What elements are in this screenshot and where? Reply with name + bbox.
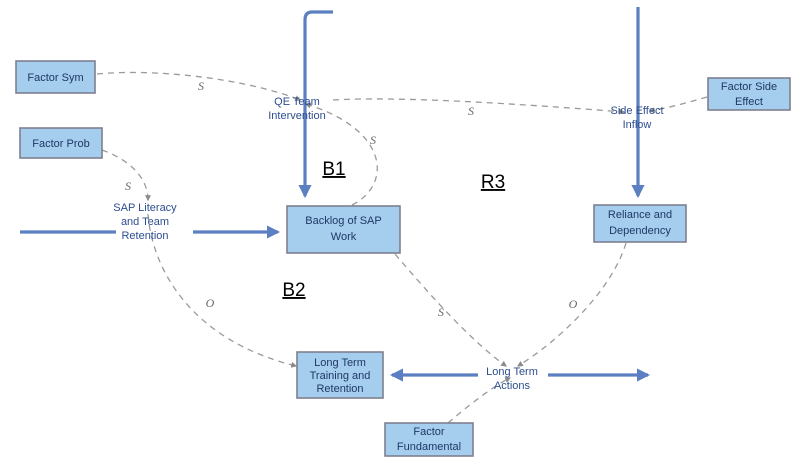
loop-identifiers-group: B1 B2 R3: [282, 159, 505, 301]
backlog-sap-work-label-line2: Work: [331, 231, 357, 243]
link-factorsideeffect-to-inflow: [648, 96, 708, 114]
sap-literacy-line3: Retention: [121, 230, 168, 242]
factor-side-effect-label-line1: Factor Side: [721, 81, 777, 93]
box-factor-sym[interactable]: Factor Sym: [15, 60, 96, 94]
variable-labels-group: QE Team Intervention SAP Literacy and Te…: [113, 96, 663, 392]
long-term-training-label-line1: Long Term: [314, 357, 366, 369]
long-term-training-rect[interactable]: [296, 351, 384, 399]
flow-arrows-group: [20, 7, 651, 382]
polarity-prob-sapliteracy: S: [125, 179, 131, 193]
box-factor-side-effect[interactable]: Factor Side Effect: [707, 77, 791, 111]
link-sapliteracy-to-training: [147, 213, 298, 368]
polarity-marks-group: S S S S O S O: [125, 79, 578, 319]
factor-fundamental-rect[interactable]: [384, 422, 474, 457]
factor-prob-rect[interactable]: [19, 127, 103, 159]
polarity-reliance-ltactions: O: [569, 297, 578, 311]
reliance-dependency-label-line1: Reliance and: [608, 209, 672, 221]
polarity-sapliteracy-lt: O: [206, 296, 215, 310]
factor-side-effect-rect[interactable]: [707, 77, 791, 111]
long-term-actions-line1: Long Term: [486, 366, 538, 378]
box-backlog-of-sap-work[interactable]: Backlog of SAP Work: [286, 205, 401, 254]
qe-team-intervention-line2: Intervention: [268, 110, 325, 122]
boxes-group: Factor Sym Factor Prob Backlog of SAP Wo…: [15, 60, 791, 457]
qe-team-intervention-line1: QE Team: [274, 96, 320, 108]
polarity-qe-sideeffect: S: [468, 104, 474, 118]
loop-label-b2: B2: [282, 280, 305, 301]
causal-links-group: [96, 71, 708, 424]
variable-side-effect-inflow[interactable]: Side Effect Inflow: [611, 105, 664, 131]
side-effect-inflow-line2: Inflow: [623, 119, 652, 131]
box-reliance-and-dependency[interactable]: Reliance and Dependency: [593, 204, 687, 243]
link-factorprob-to-sapliteracy: [101, 149, 151, 202]
box-long-term-training-and-retention[interactable]: Long Term Training and Retention: [296, 351, 384, 399]
link-backlog-to-ltactions: [394, 253, 507, 367]
sap-literacy-line1: SAP Literacy: [113, 202, 177, 214]
backlog-sap-work-label-line1: Backlog of SAP: [305, 215, 381, 227]
flow-qe-to-backlog: [298, 10, 333, 199]
factor-prob-label: Factor Prob: [32, 138, 89, 150]
reliance-dependency-label-line2: Dependency: [609, 225, 671, 237]
long-term-training-label-line3: Retention: [316, 383, 363, 395]
factor-side-effect-label-line2: Effect: [735, 96, 763, 108]
box-factor-prob[interactable]: Factor Prob: [19, 127, 103, 159]
polarity-backlog-ltactions: S: [438, 305, 444, 319]
polarity-sym-qe: S: [198, 79, 204, 93]
long-term-training-label-line2: Training and: [310, 370, 371, 382]
long-term-actions-line2: Actions: [494, 380, 531, 392]
variable-long-term-actions[interactable]: Long Term Actions: [486, 366, 538, 392]
backlog-sap-work-rect[interactable]: [286, 205, 401, 254]
loop-label-r3: R3: [481, 172, 505, 193]
link-factorsym-to-qe: [96, 71, 302, 102]
loop-label-b1: B1: [322, 159, 345, 180]
link-fundamental-to-ltactions: [447, 377, 512, 424]
variable-qe-team-intervention[interactable]: QE Team Intervention: [268, 96, 325, 122]
box-factor-fundamental[interactable]: Factor Fundamental: [384, 422, 474, 457]
link-backlog-to-qe: [304, 102, 378, 206]
variable-sap-literacy-and-team-retention[interactable]: SAP Literacy and Team Retention: [113, 202, 177, 242]
side-effect-inflow-line1: Side Effect: [611, 105, 664, 117]
factor-fundamental-label-line1: Factor: [413, 426, 445, 438]
factor-fundamental-label-line2: Fundamental: [397, 441, 461, 453]
factor-sym-rect[interactable]: [15, 60, 96, 94]
sap-literacy-line2: and Team: [121, 216, 169, 228]
link-qe-to-sideeffectinflow: [332, 98, 626, 115]
polarity-backlog-qe: S: [370, 133, 376, 147]
factor-sym-label: Factor Sym: [27, 72, 83, 84]
reliance-dependency-rect[interactable]: [593, 204, 687, 243]
link-reliance-to-ltactions: [516, 242, 627, 367]
